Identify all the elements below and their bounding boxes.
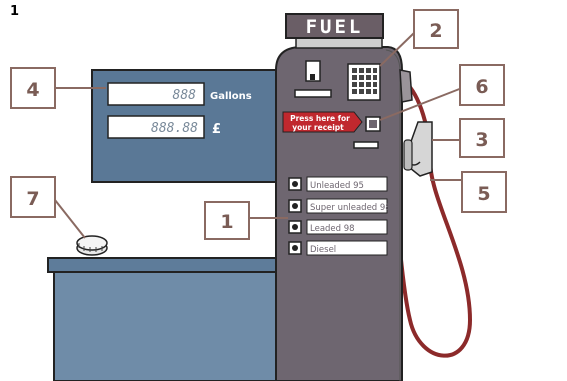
fuel-nozzle[interactable] bbox=[404, 122, 432, 176]
callout-2: 2 bbox=[414, 10, 458, 48]
callout-5: 5 bbox=[462, 172, 506, 212]
fuel-option-label: Super unleaded 98 bbox=[310, 203, 391, 213]
fuel-cap bbox=[77, 236, 107, 255]
receipt-prompt: Press here for your receipt bbox=[283, 112, 362, 132]
gallons-unit-label: Gallons bbox=[210, 91, 252, 102]
receipt-button[interactable] bbox=[366, 117, 380, 131]
callout-number: 1 bbox=[220, 211, 233, 233]
price-value: 888.88 bbox=[151, 121, 198, 136]
callout-6: 6 bbox=[460, 65, 504, 105]
callout-number: 3 bbox=[475, 129, 488, 151]
fuel-option-label: Unleaded 95 bbox=[310, 181, 364, 191]
callout-7: 7 bbox=[11, 177, 55, 217]
callout-number: 7 bbox=[26, 188, 39, 210]
card-slot[interactable] bbox=[295, 90, 331, 97]
callout-3: 3 bbox=[460, 119, 504, 157]
nozzle-holster bbox=[400, 70, 412, 102]
receipt-prompt-line2: your receipt bbox=[292, 123, 344, 132]
fuel-sign: FUEL bbox=[286, 14, 383, 48]
figure-number: 1 bbox=[10, 4, 19, 19]
counter bbox=[48, 258, 280, 381]
callout-1: 1 bbox=[205, 202, 249, 239]
gallons-value: 888 bbox=[173, 88, 197, 103]
keypad[interactable] bbox=[348, 64, 380, 100]
callout-number: 6 bbox=[475, 76, 488, 98]
callout-number: 2 bbox=[429, 20, 442, 42]
display-panel: 888 Gallons 888.88 £ bbox=[92, 70, 278, 182]
callout-number: 4 bbox=[26, 79, 39, 101]
callout-number: 5 bbox=[477, 183, 490, 205]
callout-4: 4 bbox=[11, 68, 55, 108]
fuel-option-label: Diesel bbox=[310, 245, 336, 255]
fuel-option-label: Leaded 98 bbox=[310, 224, 355, 234]
receipt-slot bbox=[354, 142, 378, 148]
price-unit-label: £ bbox=[212, 122, 221, 137]
receipt-prompt-line1: Press here for bbox=[290, 114, 350, 123]
fuel-sign-text: FUEL bbox=[306, 16, 364, 38]
